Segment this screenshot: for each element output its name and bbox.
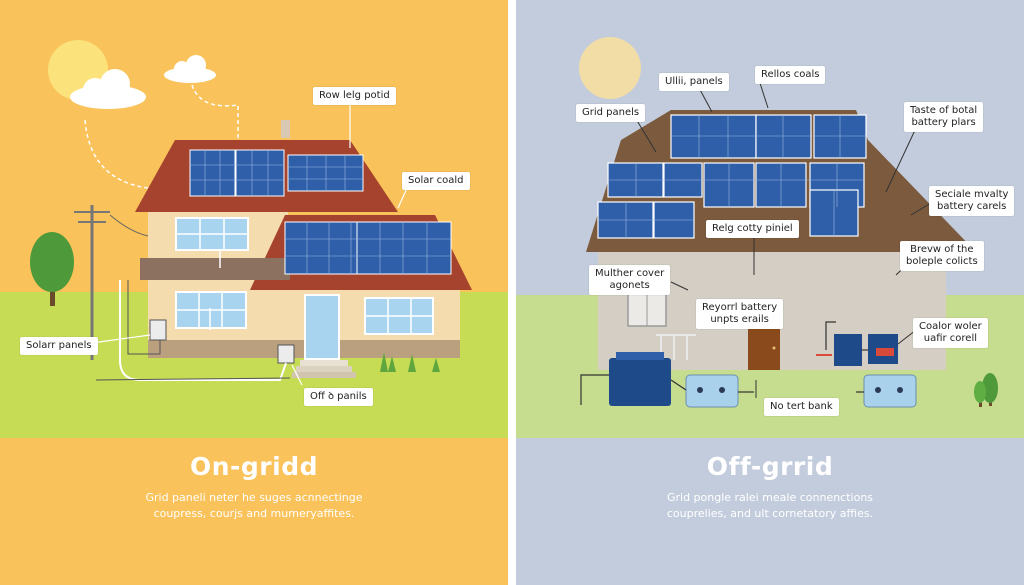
ongrid-description: Grid paneli neter he suges acnnectinge c… (145, 491, 363, 520)
callout-color-woler: Coalor woler uafir corell (913, 318, 988, 348)
callout-solar-panels: Solarr panels (20, 337, 98, 355)
utility-pole-icon (74, 205, 110, 360)
cloud-small-icon (164, 55, 216, 83)
callout-seciale: Seciale mvalty battery carels (929, 186, 1015, 216)
ongrid-title: On-gridd (189, 452, 318, 481)
flow-arrow (84, 119, 149, 189)
callout-utili-panels: Ullii, panels (659, 73, 729, 91)
meter-icon (149, 319, 167, 341)
callout-reyorl: Reyorrl battery unpts erails (696, 299, 784, 329)
sun-icon (579, 37, 641, 99)
porch-roof (140, 258, 290, 280)
callout-grid-panels: Grid panels (576, 104, 646, 122)
panel-divider (508, 0, 516, 585)
callout-solar-coald: Solar coald (402, 172, 470, 190)
solar-panel-array (189, 149, 452, 275)
panel-grid (190, 150, 451, 274)
inverter-icon (277, 344, 295, 364)
callout-taste-total: Taste of botal battery plars (904, 102, 984, 132)
callout-rellos-coals: Rellos coals (755, 66, 826, 84)
ongrid-illustration (0, 0, 508, 585)
cloud-icon (70, 69, 146, 109)
callout-off-panels: Off ꝺ panils (304, 388, 373, 406)
callout-brevw: Brevw of the boleple colicts (900, 241, 984, 271)
tree-icon (30, 232, 74, 292)
offgrid-title: Off-grrid (706, 452, 834, 481)
callout-no-tert: No tert bank (764, 398, 839, 416)
bushes (380, 352, 440, 372)
battery-icon (685, 374, 739, 408)
battery-icon (863, 374, 917, 408)
callout-relg-cotty: Relg cotty piniel (706, 220, 799, 238)
inverter-icon (834, 334, 862, 366)
wiring (580, 321, 868, 405)
callout-roof: Row lelg potid (313, 87, 396, 105)
chimney (281, 120, 290, 138)
front-door (304, 294, 340, 360)
offgrid-panel: Ullii, panels Rellos coals Grid panels T… (516, 0, 1024, 585)
callout-multher: Multher cover agonets (589, 265, 671, 295)
offgrid-description: Grid pongle ralei meale connenctions cou… (666, 491, 874, 520)
tree-icon (974, 373, 998, 407)
ongrid-panel: Row lelg potid Solar coald Solarr panels… (0, 0, 508, 585)
battery-bank-icon (609, 358, 671, 406)
panel-grid (598, 115, 866, 238)
